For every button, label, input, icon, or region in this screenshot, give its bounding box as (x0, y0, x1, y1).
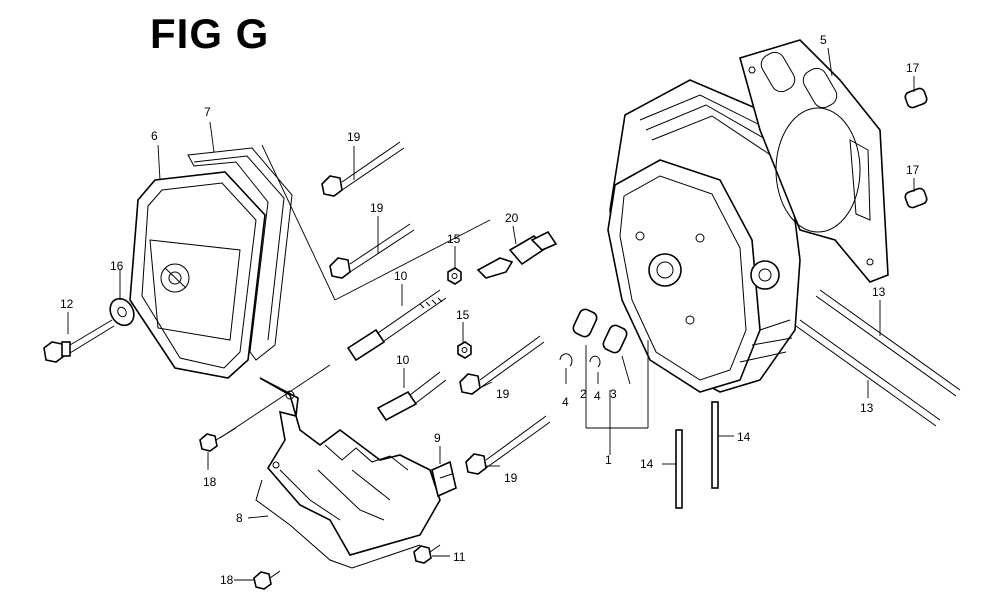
callout-13-b: 13 (860, 401, 874, 415)
callout-11: 11 (453, 550, 466, 564)
callout-16: 16 (110, 259, 124, 273)
bolt-18-lower (253, 570, 281, 590)
callout-1: 1 (605, 453, 612, 467)
callout-8: 8 (236, 511, 243, 525)
callout-12: 12 (60, 297, 74, 311)
leader-lines (67, 47, 915, 581)
stud-14-b (711, 401, 719, 489)
clip-4-a (559, 353, 573, 367)
stud-14-a (675, 429, 683, 509)
stud-10-lower (376, 371, 447, 422)
cylinder-head (607, 79, 801, 393)
stud-10-upper (346, 289, 447, 362)
callout-10-a: 10 (394, 269, 408, 283)
bolt-19-c (459, 335, 545, 395)
nut-15-upper (447, 267, 462, 285)
callout-10-b: 10 (396, 353, 410, 367)
callout-17-b: 17 (906, 163, 920, 177)
stud-13-a (815, 289, 961, 397)
stud-13-b (795, 319, 941, 427)
clip-9 (431, 460, 457, 498)
bolt-19-d (465, 415, 551, 475)
valve-cover (129, 171, 266, 379)
nut-15-lower (457, 341, 472, 359)
callout-20: 20 (505, 211, 519, 225)
callout-15-b: 15 (456, 308, 470, 322)
clip-4-b (589, 355, 601, 368)
callout-3: 3 (610, 387, 617, 401)
dowel-pin-17-a (904, 87, 928, 109)
bolt-12 (43, 319, 115, 363)
callout-17-a: 17 (906, 61, 920, 75)
callout-2: 2 (580, 387, 587, 401)
valve-cover-gasket (187, 147, 293, 361)
figure-title: FIG G (150, 10, 270, 57)
callout-13-a: 13 (872, 285, 886, 299)
callout-14-b: 14 (737, 430, 751, 444)
air-guide-bracket (255, 377, 441, 569)
callout-19-a: 19 (347, 130, 361, 144)
callout-9: 9 (434, 431, 441, 445)
callout-14-a: 14 (640, 457, 654, 471)
callout-15-a: 15 (447, 232, 461, 246)
bolt-19-a (321, 141, 405, 197)
washer-16 (109, 297, 135, 327)
valve-guide-2 (572, 308, 598, 338)
callout-6: 6 (151, 129, 158, 143)
callout-19-d: 19 (504, 471, 518, 485)
callout-19-b: 19 (370, 201, 384, 215)
callouts: 6 7 16 12 19 19 20 15 10 15 10 19 9 19 1… (60, 33, 920, 587)
dowel-pin-17-b (904, 187, 928, 209)
callout-4-a: 4 (562, 395, 569, 409)
callout-19-c: 19 (496, 387, 510, 401)
valve-seal-3 (602, 324, 628, 354)
callout-7: 7 (204, 105, 211, 119)
head-gasket-5 (739, 39, 889, 283)
callout-18-a: 18 (203, 475, 217, 489)
bolt-11 (413, 544, 441, 564)
spark-plug-20 (476, 230, 558, 279)
callout-5: 5 (820, 33, 827, 47)
callout-4-b: 4 (594, 389, 601, 403)
bolt-19-b (329, 223, 415, 279)
callout-18-b: 18 (220, 573, 234, 587)
